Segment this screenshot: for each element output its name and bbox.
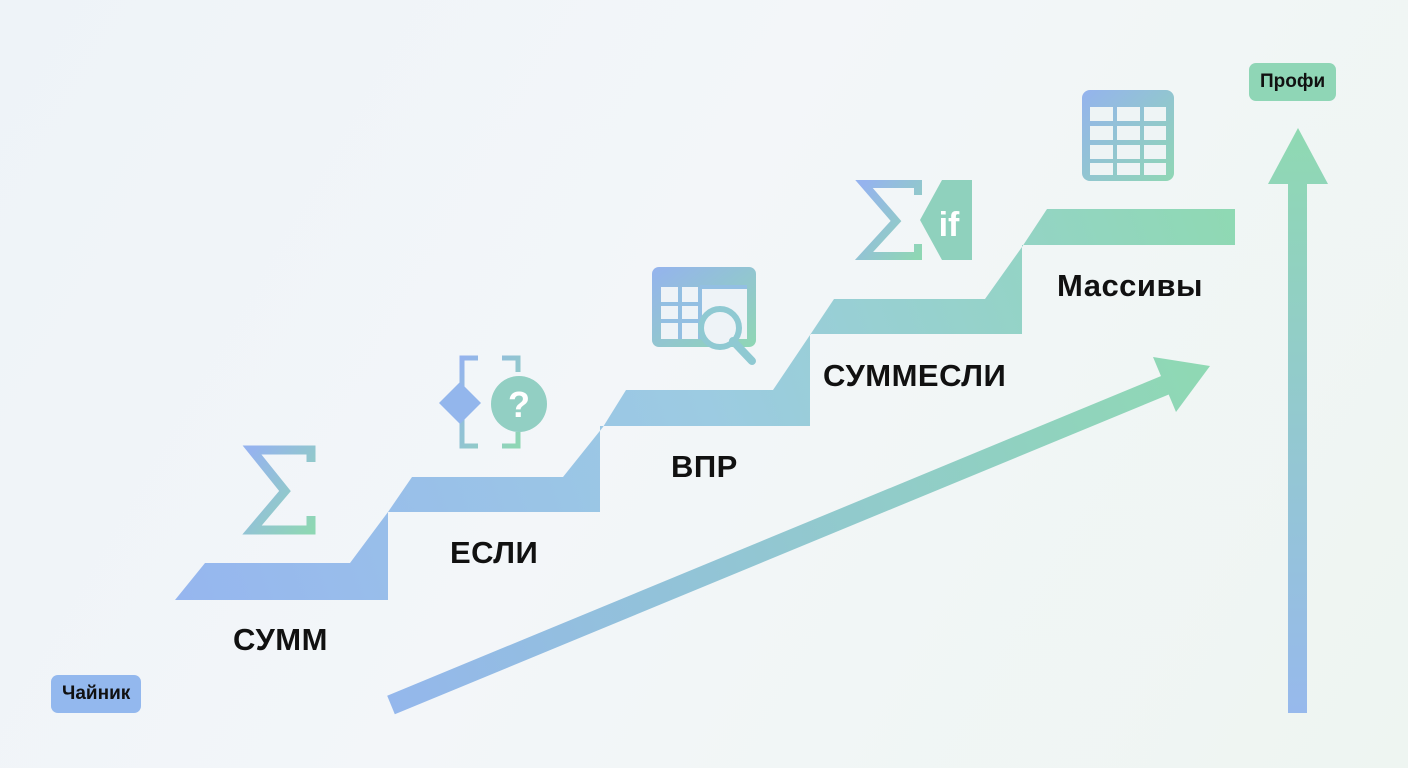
growth-arrow [387, 357, 1210, 715]
step-label-vlookup: ВПР [671, 449, 738, 484]
if-question-icon: ? [439, 355, 547, 449]
staircase [175, 209, 1235, 600]
step-label-arrays: Массивы [1057, 268, 1204, 303]
svg-text:?: ? [508, 384, 530, 425]
step-label-sumif: СУММЕСЛИ [823, 358, 1007, 393]
level-arrow [1268, 128, 1328, 713]
level-badge-pro: Профи [1249, 63, 1337, 101]
sumif-icon-text: if [939, 206, 960, 244]
grid-table-icon [1082, 90, 1174, 181]
sumif-icon: if [854, 180, 972, 260]
step-label-if: ЕСЛИ [450, 535, 539, 570]
sum-icon [242, 445, 316, 535]
table-search-icon [652, 267, 756, 365]
level-badge-beginner: Чайник [51, 675, 142, 713]
step-label-sum: СУММ [233, 622, 328, 657]
